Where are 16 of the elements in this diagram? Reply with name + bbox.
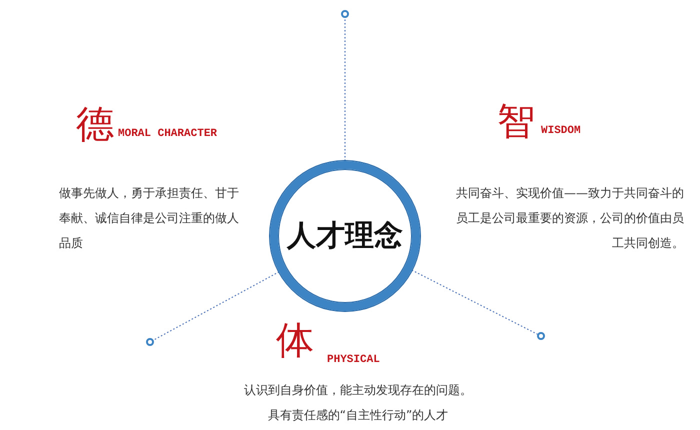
endpoint-circle — [146, 338, 154, 346]
description-text: 做事先做人，勇于承担责任、甘于奉献、诚信自律是公司注重的做人品质 — [59, 185, 240, 252]
description-text: 认识到自身价值，能主动发现存在的问题。具有责任感的“自主性行动”的人才 — [243, 382, 473, 424]
dotted-connector — [153, 271, 280, 341]
endpoint-circle — [341, 10, 349, 18]
character-heading: 德 — [76, 106, 114, 144]
dotted-connector — [344, 18, 346, 162]
description-text: 共同奋斗、实现价值——致力于共同奋斗的员工是公司最重要的资源，公司的价值由员工共同创造。 — [455, 185, 684, 252]
english-subtitle: MORAL CHARACTER — [118, 129, 218, 140]
character-heading: 体 — [276, 322, 314, 360]
center-title: 人才理念 — [287, 217, 403, 254]
english-subtitle: WISDOM — [541, 126, 581, 137]
endpoint-circle — [537, 332, 545, 340]
concept-circle — [270, 161, 420, 311]
english-subtitle: PHYSICAL — [327, 355, 380, 366]
character-heading: 智 — [497, 103, 535, 141]
